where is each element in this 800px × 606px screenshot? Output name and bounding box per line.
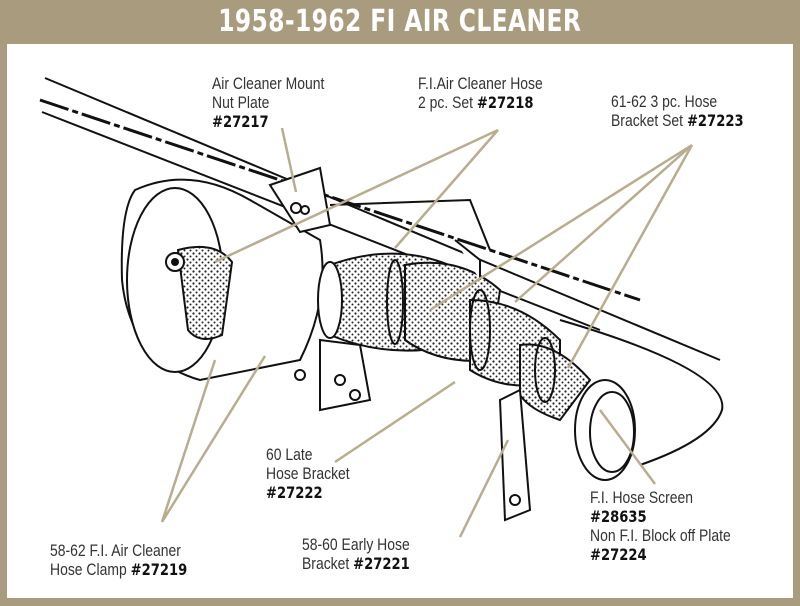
label-text: Air Cleaner Mount (212, 74, 325, 93)
label-hose-clamp: 58-62 F.I. Air Cleaner Hose Clamp #27219 (50, 541, 187, 579)
label-hose-screen: F.I. Hose Screen #28635 Non F.I. Block o… (590, 488, 731, 564)
part-number: #27219 (130, 560, 188, 579)
header: 1958-1962 FI AIR CLEANER (0, 0, 800, 44)
part-number: #27223 (686, 111, 744, 130)
air-cleaner-housing (120, 178, 324, 382)
label-text: 2 pc. Set (418, 93, 474, 112)
leader-27218 (214, 128, 499, 264)
leader-lines (160, 127, 694, 538)
label-text: F.I. Hose Screen (590, 488, 694, 507)
label-text: 58-60 Early Hose (302, 535, 410, 554)
label-text: Hose Clamp (50, 560, 127, 579)
leader-28635 (598, 409, 657, 485)
page-title: 1958-1962 FI AIR CLEANER (218, 4, 582, 39)
leader-27217 (280, 127, 298, 193)
brackets (294, 239, 532, 522)
label-early-bracket: 58-60 Early Hose Bracket #27221 (302, 535, 410, 573)
part-number: #27222 (266, 483, 323, 502)
hose-sections (317, 252, 592, 422)
part-number: #27221 (353, 554, 410, 573)
leader-27223 (429, 143, 694, 369)
body-panel-lines (39, 77, 724, 466)
label-late-bracket: 60 Late Hose Bracket #27222 (266, 445, 350, 502)
part-number: #27224 (590, 545, 647, 564)
part-number: #28635 (590, 507, 647, 526)
leader-27219 (160, 355, 267, 523)
label-text: Bracket Set (611, 111, 684, 130)
label-text: 61-62 3 pc. Hose (611, 92, 718, 111)
label-text: Non F.I. Block off Plate (590, 526, 731, 545)
label-mount-nut-plate: Air Cleaner Mount Nut Plate #27217 (212, 74, 324, 131)
label-text: 58-62 F.I. Air Cleaner (50, 541, 181, 560)
part-number: #27217 (212, 112, 269, 131)
label-hose-set: F.I.Air Cleaner Hose 2 pc. Set #27218 (418, 74, 543, 112)
hose-screen (574, 379, 636, 481)
label-text: Bracket (302, 554, 350, 573)
label-text: Nut Plate (212, 93, 270, 112)
label-text: F.I.Air Cleaner Hose (418, 74, 543, 93)
label-text: 60 Late (266, 445, 313, 464)
label-text: Hose Bracket (266, 464, 350, 483)
leader-27221 (458, 439, 510, 538)
part-number: #27218 (476, 93, 534, 112)
leader-27222 (334, 380, 456, 464)
label-bracket-set: 61-62 3 pc. Hose Bracket Set #27223 (611, 92, 744, 130)
